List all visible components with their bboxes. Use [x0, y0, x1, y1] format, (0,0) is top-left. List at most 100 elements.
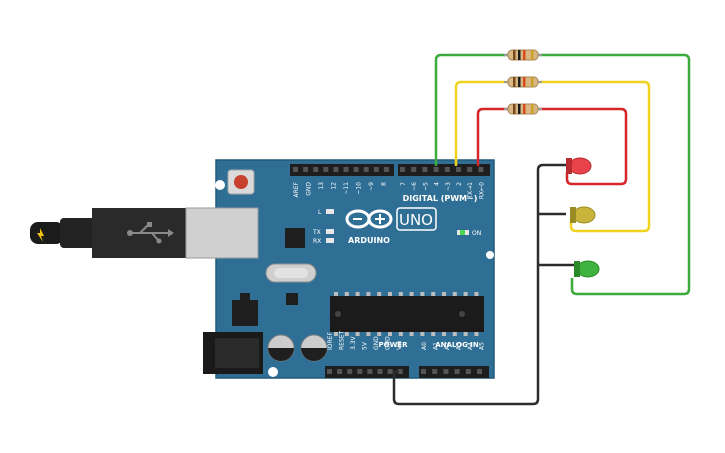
header-hole[interactable] — [333, 167, 339, 172]
pin-label: 8 — [381, 182, 388, 186]
pin-label: 12 — [331, 182, 338, 190]
pin-label: A3 — [456, 342, 463, 350]
yellow-led[interactable] — [570, 206, 596, 224]
header-hole[interactable] — [478, 167, 484, 172]
pin-label: RX←0 — [478, 182, 485, 199]
pin-label: TX→1 — [467, 182, 474, 200]
header-hole[interactable] — [411, 167, 417, 172]
header-hole[interactable] — [456, 167, 461, 172]
pin-label: GND — [385, 336, 392, 350]
on-label: ON — [472, 230, 481, 237]
resistor-red-line[interactable] — [504, 103, 542, 115]
pin-label: A0 — [421, 342, 428, 350]
header-hole[interactable] — [327, 369, 332, 374]
header-hole[interactable] — [422, 167, 428, 172]
header-hole[interactable] — [353, 167, 359, 172]
on-indicator: ON — [457, 230, 481, 237]
power-header-label: POWER — [379, 341, 409, 349]
header-hole[interactable] — [293, 167, 298, 172]
pin-label: 2 — [456, 182, 463, 186]
header-hole[interactable] — [373, 167, 379, 172]
led-l-label: L — [318, 209, 322, 216]
led-tx-label: TX — [312, 229, 321, 236]
resistors — [504, 49, 542, 115]
crystal-icon — [265, 263, 317, 283]
brand-label: ARDUINO — [348, 236, 390, 245]
pin-label: AREF — [293, 181, 300, 197]
usb-chip — [285, 228, 305, 248]
analog-header-label: ANALOG IN — [435, 341, 479, 349]
header-hole[interactable] — [367, 369, 373, 374]
header-hole[interactable] — [387, 369, 393, 374]
header-hole[interactable] — [397, 369, 403, 374]
uno-badge: UNO — [396, 207, 437, 231]
wire-yellow[interactable] — [454, 80, 651, 233]
pin-label: 5V — [362, 341, 369, 350]
pin-label: RESET — [339, 330, 346, 350]
header-hole[interactable] — [400, 167, 405, 172]
led-rx-label: RX — [313, 238, 321, 245]
header-hole[interactable] — [313, 167, 319, 172]
header-hole[interactable] — [467, 167, 473, 172]
red-led[interactable] — [566, 157, 592, 175]
reset-button[interactable] — [227, 169, 255, 195]
small-ic — [286, 293, 298, 305]
mount-hole — [268, 367, 278, 377]
usb-port — [185, 207, 259, 259]
pin-label: 7 — [400, 182, 407, 186]
header-hole[interactable] — [337, 369, 343, 374]
chip-pins — [334, 292, 479, 336]
header-hole[interactable] — [432, 369, 438, 374]
header-hole[interactable] — [347, 369, 353, 374]
wire-green[interactable] — [434, 53, 691, 296]
header-holes — [293, 167, 484, 374]
pin-label: ~5 — [422, 182, 429, 191]
header-hole[interactable] — [383, 167, 389, 172]
onboard-leds: L TX RX — [312, 209, 334, 245]
header-hole[interactable] — [377, 369, 383, 374]
header-hole[interactable] — [444, 167, 450, 172]
pin-label: Vin — [396, 340, 403, 350]
pin-label: A4 — [467, 342, 474, 350]
header-hole[interactable] — [443, 369, 449, 374]
arduino-infinity-logo — [345, 209, 393, 229]
usb-plug-icon — [127, 222, 174, 244]
pin-label: ~10 — [356, 182, 363, 195]
wire-red[interactable] — [476, 107, 628, 186]
header-hole[interactable] — [357, 369, 363, 374]
header-hole[interactable] — [421, 369, 426, 374]
wires — [392, 53, 691, 406]
wire-ground[interactable] — [392, 163, 574, 406]
header-hole[interactable] — [433, 167, 439, 172]
model-label: UNO — [399, 211, 433, 229]
lightning-icon — [37, 228, 44, 242]
pin-label: A1 — [433, 342, 440, 350]
capacitor-icon — [267, 334, 328, 362]
resistor-green-line[interactable] — [504, 49, 542, 61]
header-hole[interactable] — [465, 369, 471, 374]
pin-label: 13 — [318, 182, 325, 190]
pin-label: 4 — [434, 182, 441, 186]
digital-header-right — [398, 164, 490, 176]
header-hole[interactable] — [363, 167, 369, 172]
pin-label: A5 — [479, 342, 486, 350]
header-hole[interactable] — [454, 369, 460, 374]
green-led[interactable] — [574, 260, 600, 278]
pin-label: 3.3V — [350, 335, 357, 350]
pin-label: GND — [373, 336, 380, 350]
voltage-regulator — [232, 293, 258, 326]
usb-cable — [30, 208, 188, 258]
chip-icon — [330, 296, 484, 332]
power-jack — [203, 332, 263, 374]
header-hole[interactable] — [303, 167, 309, 172]
header-hole[interactable] — [323, 167, 329, 172]
pin-label: GND — [306, 182, 313, 196]
header-hole[interactable] — [477, 369, 482, 374]
resistor-yellow-line[interactable] — [504, 76, 542, 88]
header-hole[interactable] — [343, 167, 349, 172]
